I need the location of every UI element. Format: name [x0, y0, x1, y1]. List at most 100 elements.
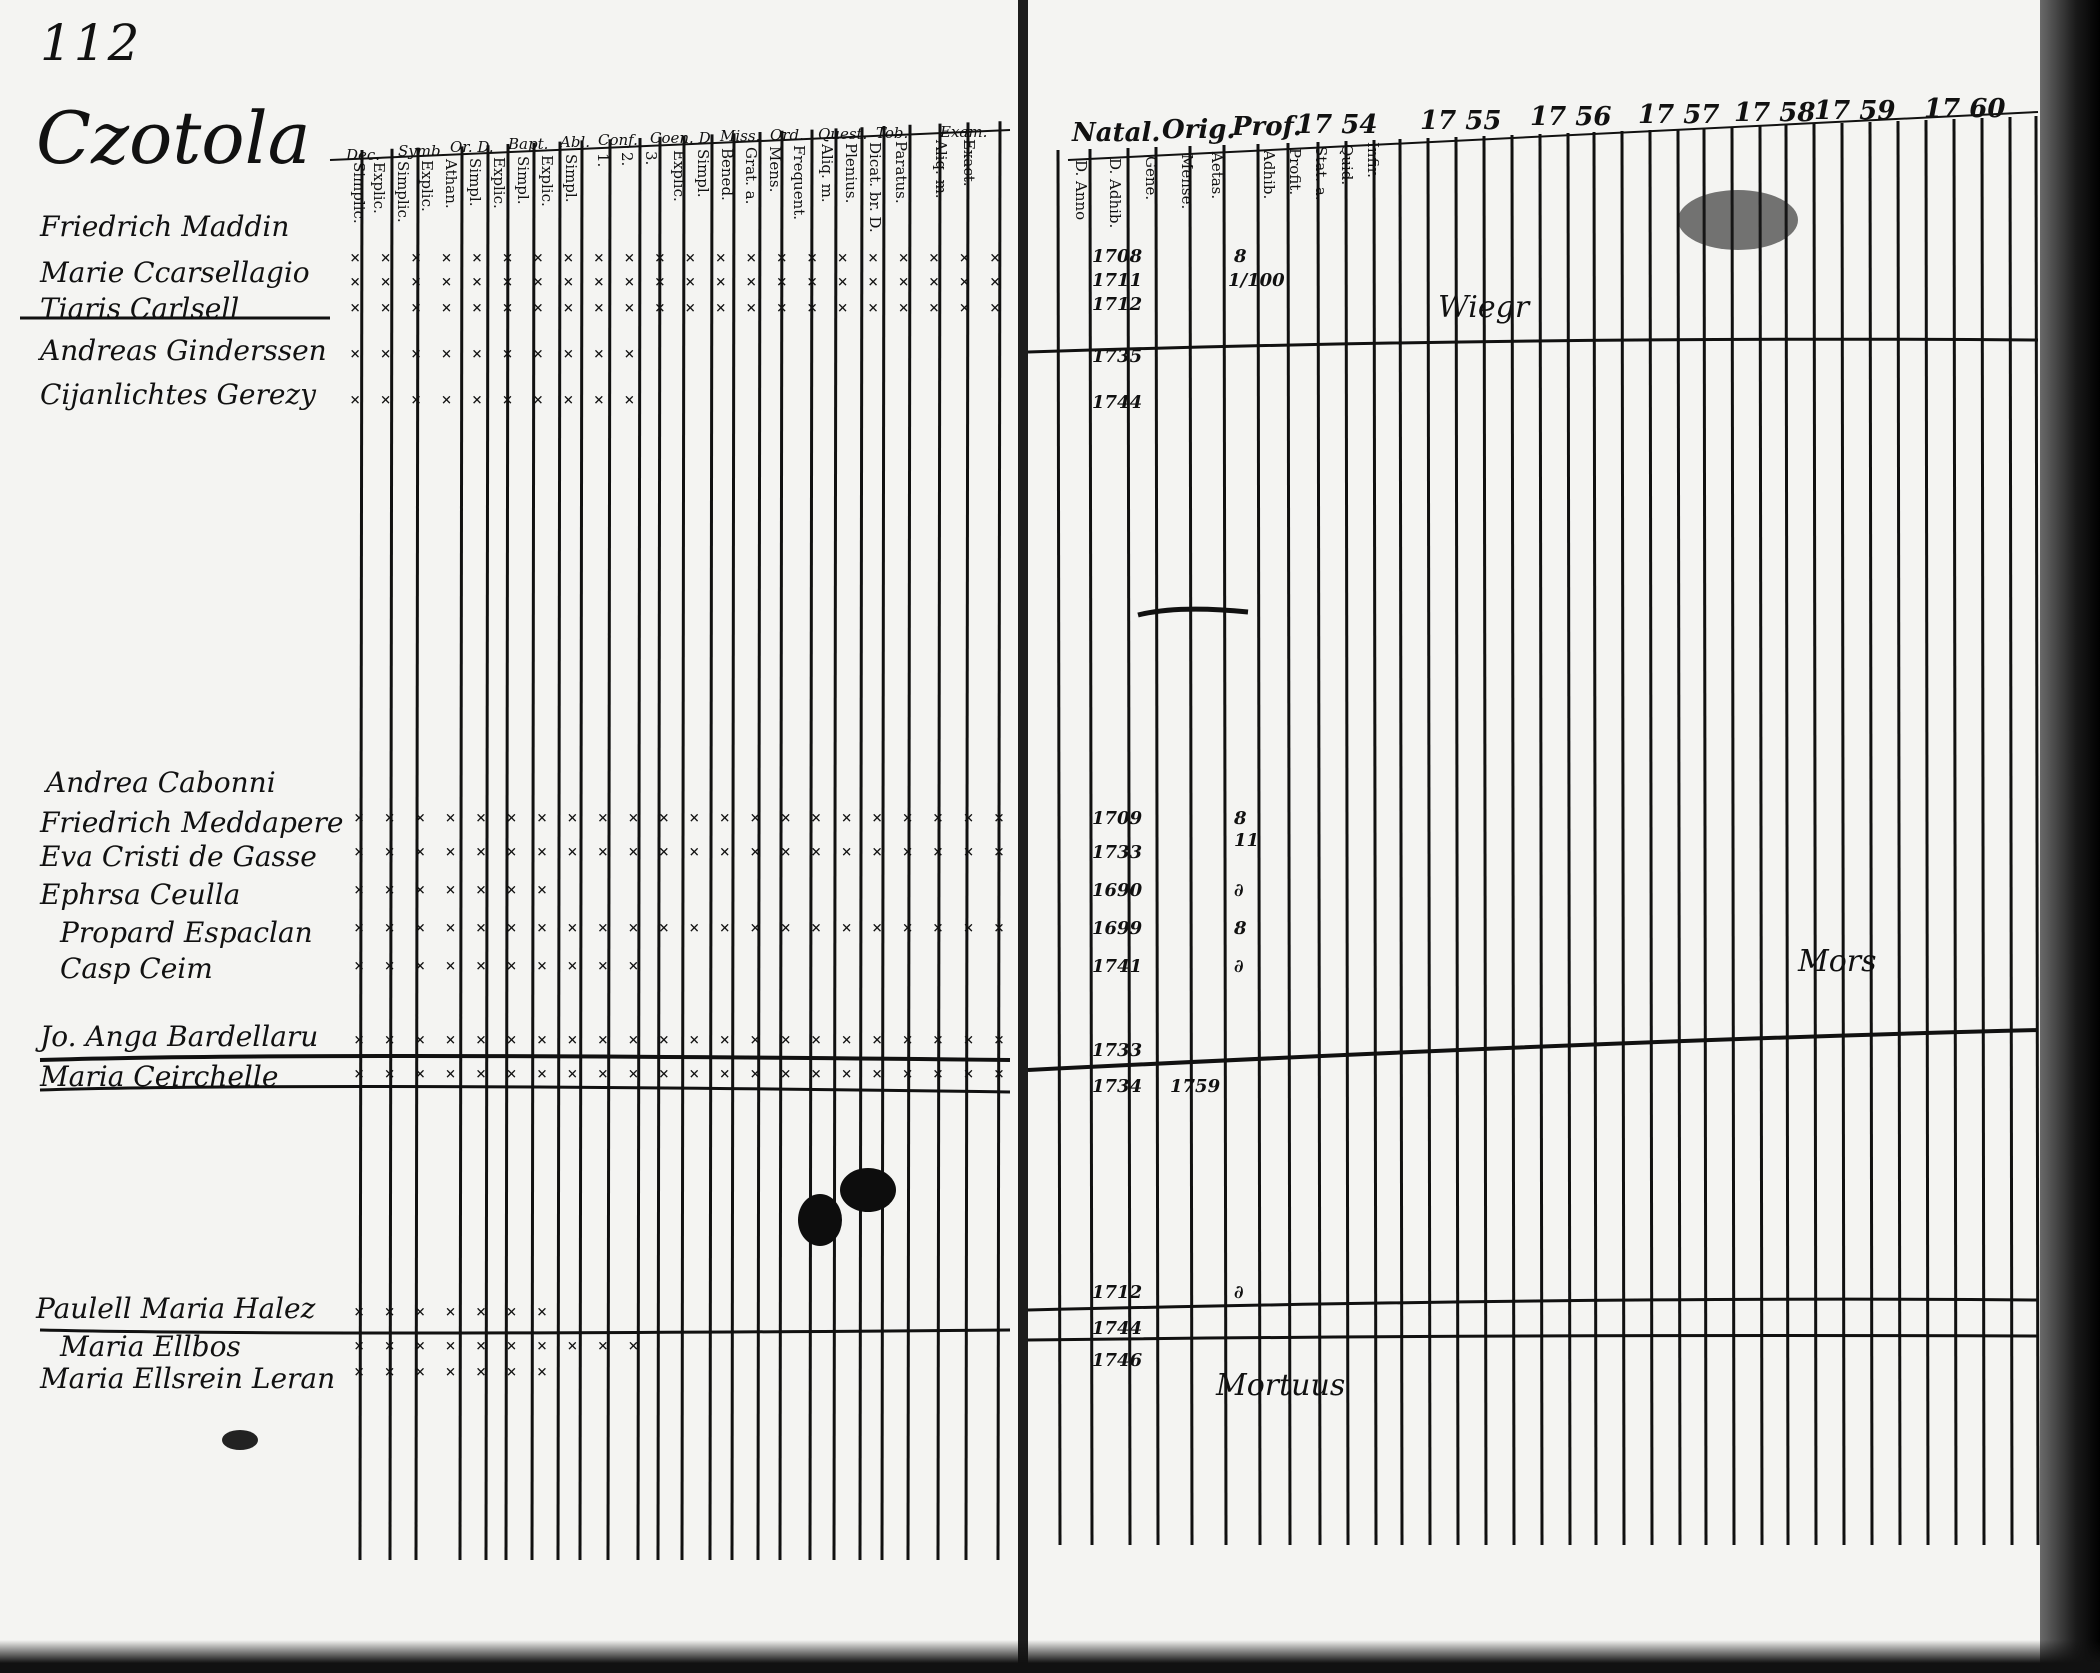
column-rule	[996, 121, 1002, 1561]
cell-digit: ∂	[1234, 956, 1244, 977]
column-rule	[1454, 136, 1460, 1546]
column-rule	[1702, 127, 1708, 1546]
household-1-name-5: Cijanlichtes Gerezy	[40, 378, 316, 411]
folio-number: 112	[40, 14, 142, 72]
household-3-name-2: Maria Ellbos	[60, 1330, 241, 1363]
birth-year: 1712	[1092, 1282, 1143, 1303]
cell-digit: 8	[1234, 918, 1247, 939]
column-rule	[2034, 115, 2040, 1546]
column-rule	[832, 128, 838, 1561]
subhead: D. Anno	[1072, 160, 1090, 221]
subhead: Explic.	[418, 160, 436, 212]
birth-year: 1759	[1170, 1076, 1221, 1097]
column-rule	[1840, 122, 1846, 1546]
header-year-1759: 17 59	[1814, 96, 1896, 126]
subhead: Simpl.	[514, 156, 532, 205]
cell-digit: 1/100	[1228, 270, 1285, 291]
birth-year: 1733	[1092, 1040, 1143, 1061]
header-symb: Symb.	[398, 142, 446, 160]
column-rule	[1758, 125, 1764, 1546]
birth-year: 1746	[1092, 1350, 1143, 1371]
column-rule	[680, 135, 686, 1561]
subhead: Athan.	[442, 159, 460, 209]
column-rule	[504, 143, 510, 1561]
cell-digit: ∂	[1234, 1282, 1244, 1303]
subhead: Aliq. m.	[932, 140, 950, 199]
book-gutter	[1018, 0, 1030, 1673]
right-page-ruling	[1028, 111, 2040, 1546]
header-year-1760: 17 60	[1924, 94, 2006, 124]
header-bapt: Bapt.	[508, 135, 549, 153]
bottom-edge-shadow	[0, 1640, 2100, 1673]
household-2-name-5: Propard Espaclan	[60, 916, 313, 949]
column-rule	[1398, 138, 1404, 1546]
column-rule	[906, 124, 912, 1561]
subhead: Explic.	[490, 157, 508, 209]
household-2-name-8: Maria Ceirchelle	[40, 1060, 279, 1093]
subhead: 2.	[618, 152, 636, 167]
household-1-name-1: Friedrich Maddin	[40, 210, 290, 243]
left-page-ruling	[20, 121, 1011, 1561]
household-1-name-3: Tiaris Carlsell	[40, 292, 240, 325]
column-rule	[1812, 123, 1818, 1546]
column-rule	[414, 147, 420, 1561]
column-rule	[1344, 140, 1350, 1546]
column-rule	[1154, 146, 1160, 1546]
column-rule	[484, 145, 490, 1561]
left-page: 112 Czotola Dec. Symb. Or. D. Bapt. Abl.…	[0, 0, 1020, 1673]
column-rule	[1648, 129, 1654, 1546]
header-quest: Quest.	[818, 125, 868, 143]
column-rule	[578, 140, 584, 1561]
column-rule	[606, 139, 612, 1561]
household-1-name-4: Andreas Ginderssen	[40, 334, 327, 367]
header-year-1755: 17 55	[1420, 106, 1502, 136]
column-rule	[964, 122, 970, 1561]
column-rule	[756, 131, 762, 1561]
subhead: Infir.	[1364, 142, 1382, 178]
subhead: Mense.	[1178, 154, 1196, 210]
header-year-1757: 17 57	[1638, 100, 1720, 130]
birth-year: 1744	[1092, 392, 1143, 413]
subhead: Explic.	[670, 150, 688, 202]
subhead: Aetas.	[1208, 152, 1226, 200]
birth-year: 1708	[1092, 246, 1143, 267]
household-2-marks-6: × × × × × × × × × × × × × × × × × × × × …	[354, 1030, 1020, 1050]
birth-year: 1690	[1092, 880, 1143, 901]
birth-year: 1709	[1092, 808, 1143, 829]
subhead: 1.	[594, 153, 612, 168]
header-tob: Tob.	[876, 124, 909, 142]
column-rule	[636, 137, 642, 1561]
subhead: Profit.	[1286, 148, 1304, 196]
column-rule	[1426, 137, 1432, 1546]
household-3-name-1: Paulell Maria Halez	[36, 1292, 316, 1325]
header-coen-d: Coen. D.	[650, 129, 715, 147]
column-rule	[1566, 132, 1572, 1546]
household-2-marks-7: × × × × × × × × × × × × × × × × × × × × …	[354, 1064, 1020, 1084]
subhead: Grat. a.	[742, 147, 760, 205]
parish-name: Czotola	[36, 96, 311, 180]
column-rule	[388, 148, 394, 1561]
header-miss: Miss.	[720, 127, 761, 145]
subhead: Simpl.	[694, 149, 712, 198]
column-rule	[1730, 126, 1736, 1546]
subhead: Explic.	[370, 162, 388, 214]
header-conf: Conf.	[598, 131, 638, 149]
column-rule	[1784, 124, 1790, 1546]
column-rule	[1088, 148, 1094, 1546]
header-ord: Ord.	[770, 126, 804, 144]
birth-year: 1711	[1092, 270, 1143, 291]
column-rule	[1868, 121, 1874, 1546]
subhead: Dicat. br. D.	[866, 142, 884, 233]
column-rule	[556, 141, 562, 1561]
column-rule	[1188, 145, 1194, 1546]
subhead: Simpl.	[562, 154, 580, 203]
column-rule	[358, 149, 364, 1561]
column-rule	[730, 133, 736, 1561]
household-3-marks-2: × × × × × × × × × ×	[354, 1336, 644, 1356]
household-1-marks-1: × × × × × × × × × × × × × × × × × × × × …	[350, 248, 1020, 268]
cell-digit: 8	[1234, 246, 1247, 267]
column-rule	[1924, 119, 1930, 1546]
column-rule	[2008, 116, 2014, 1546]
column-rule	[858, 127, 864, 1561]
subhead: Simplic.	[350, 162, 368, 224]
